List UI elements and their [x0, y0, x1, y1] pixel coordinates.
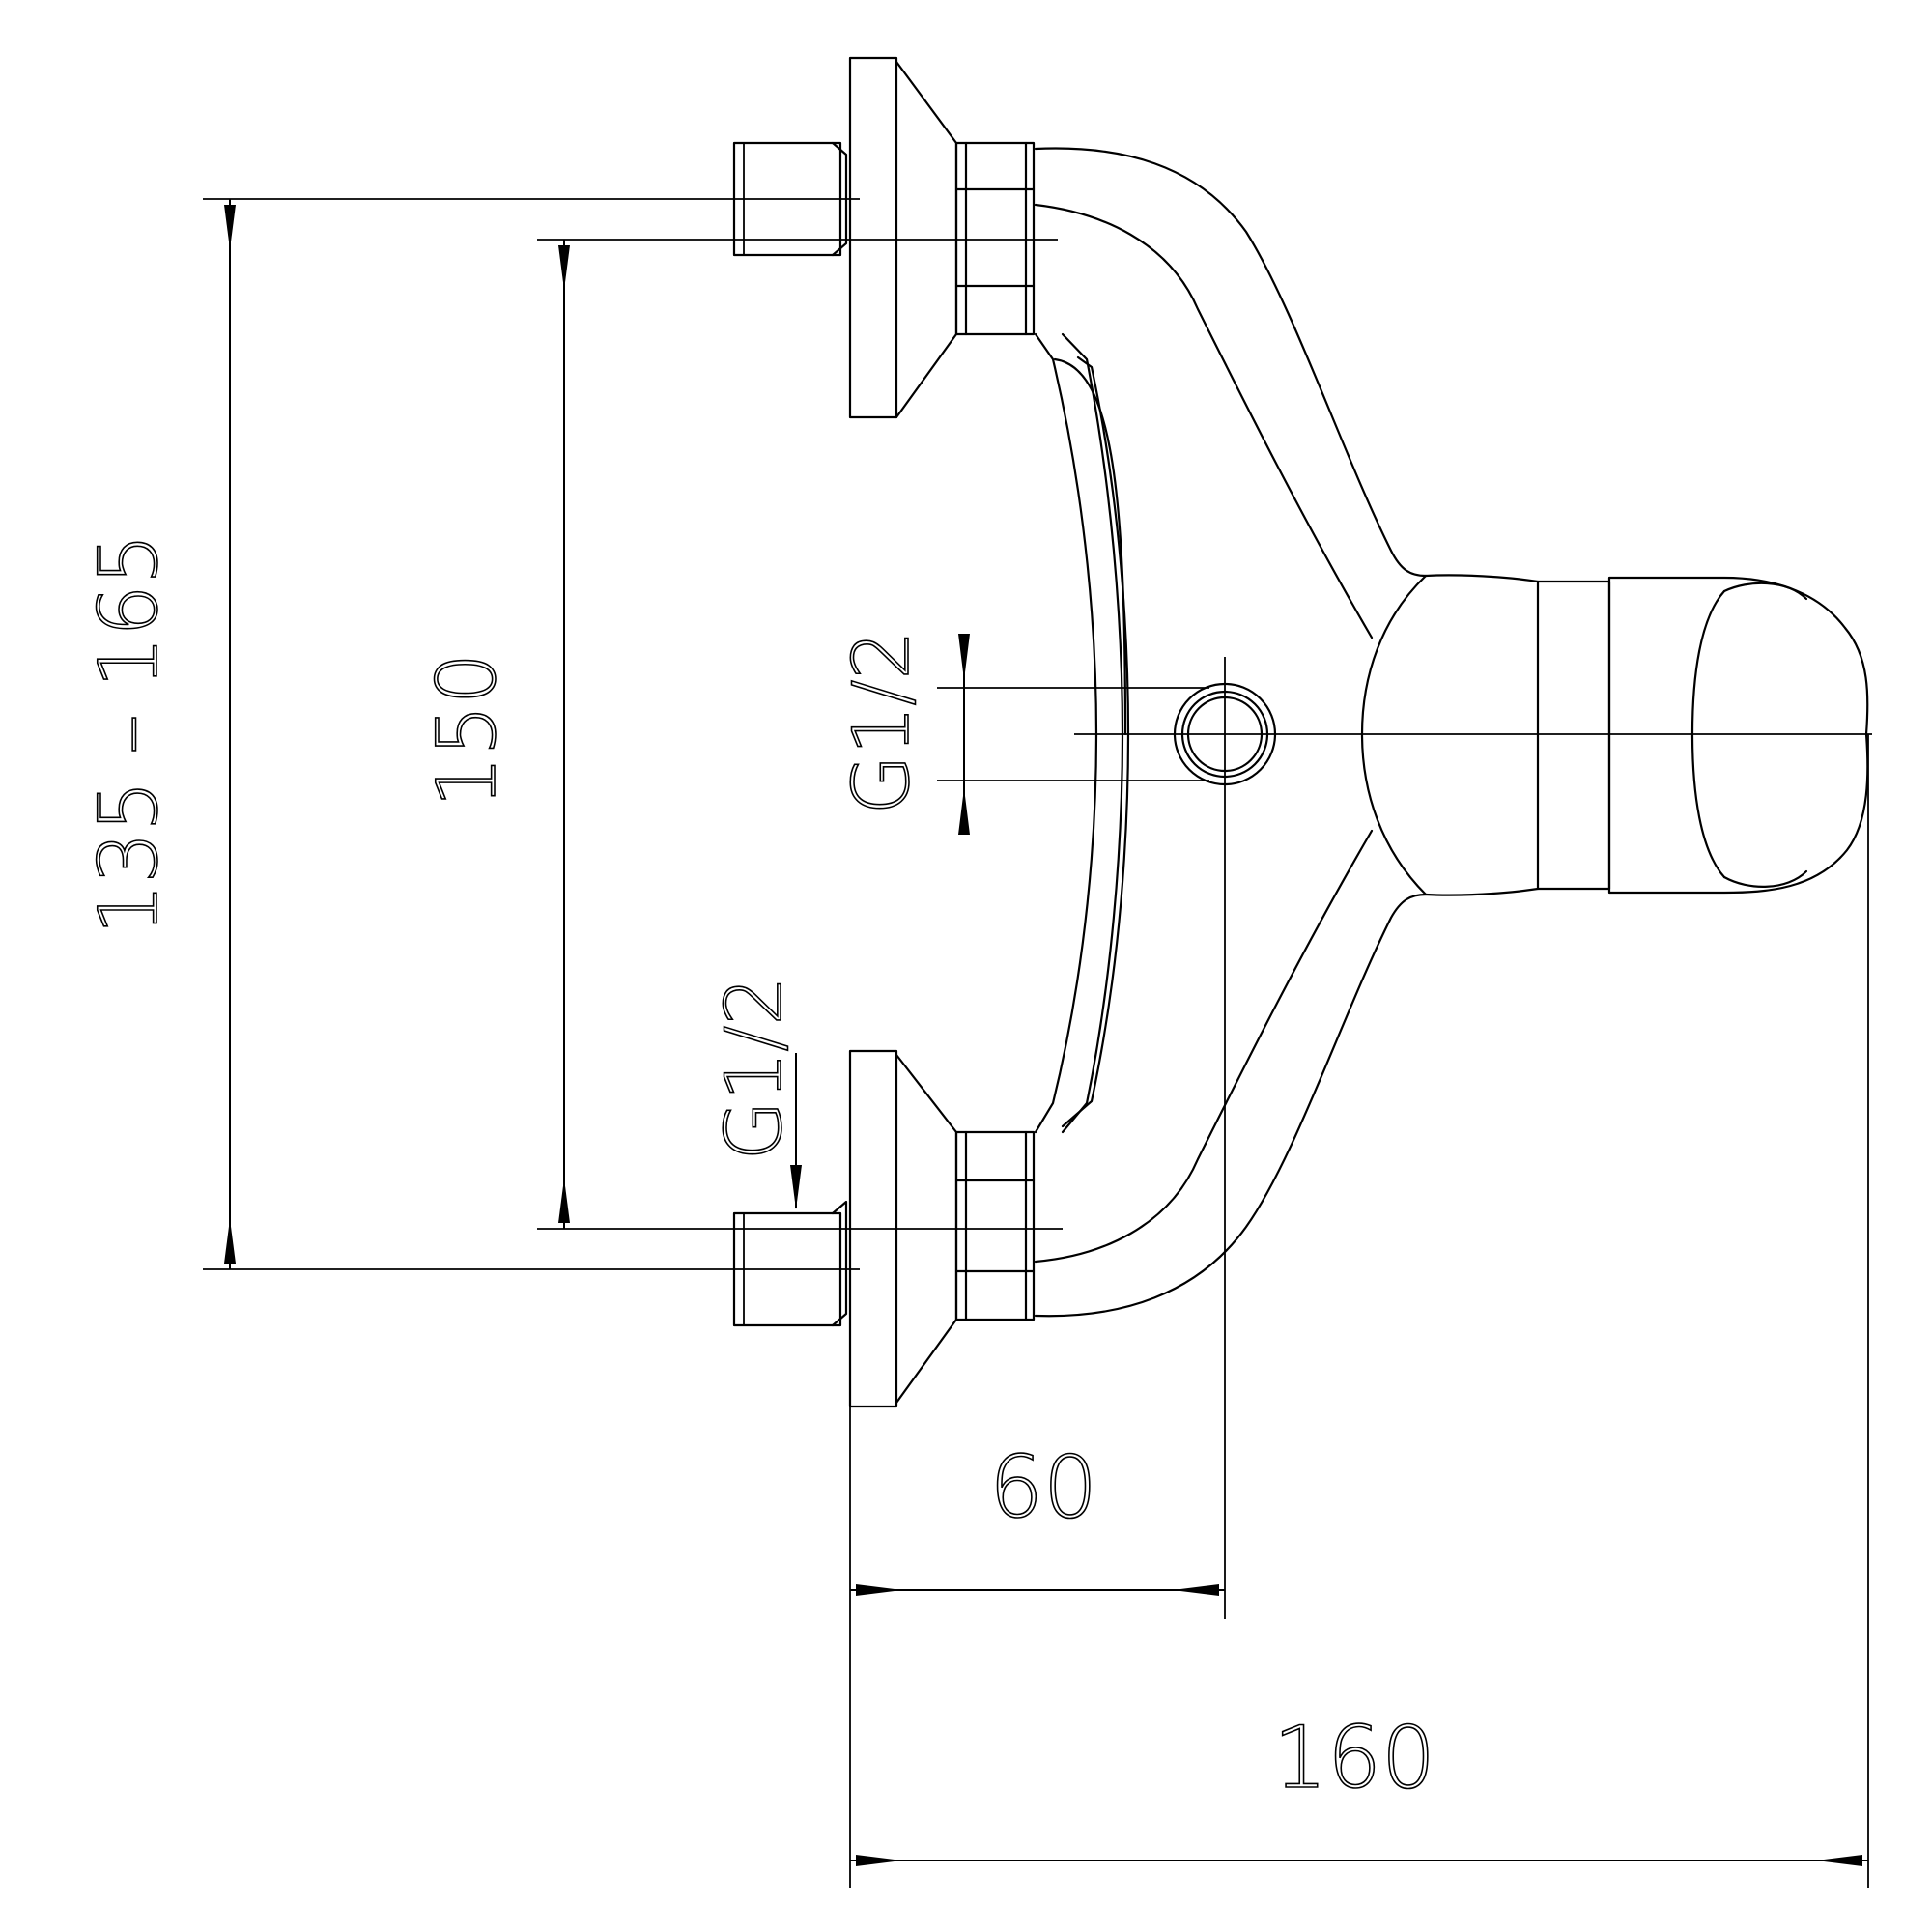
label-inlet-spacing: 150 [419, 653, 514, 808]
label-inlet-thread: G1/2 [709, 977, 799, 1161]
mixer-body [1034, 147, 1869, 1318]
dim-inlet-thread-leader [790, 1053, 802, 1209]
label-outlet-offset: 60 [989, 1437, 1097, 1537]
top-inlet-assembly [732, 56, 1036, 419]
label-overall-depth: 160 [1273, 1708, 1435, 1807]
extension-lines [203, 198, 1872, 1888]
dim-inlet-spacing [558, 240, 570, 1229]
dim-overall-depth [850, 1855, 1868, 1866]
dim-outlet-offset [850, 1584, 1225, 1596]
label-outlet-thread: G1/2 [837, 631, 926, 815]
label-eccentric-range: 135 – 165 [81, 533, 176, 935]
dim-eccentric-range [224, 199, 236, 1269]
dim-outlet-thread [958, 634, 970, 835]
